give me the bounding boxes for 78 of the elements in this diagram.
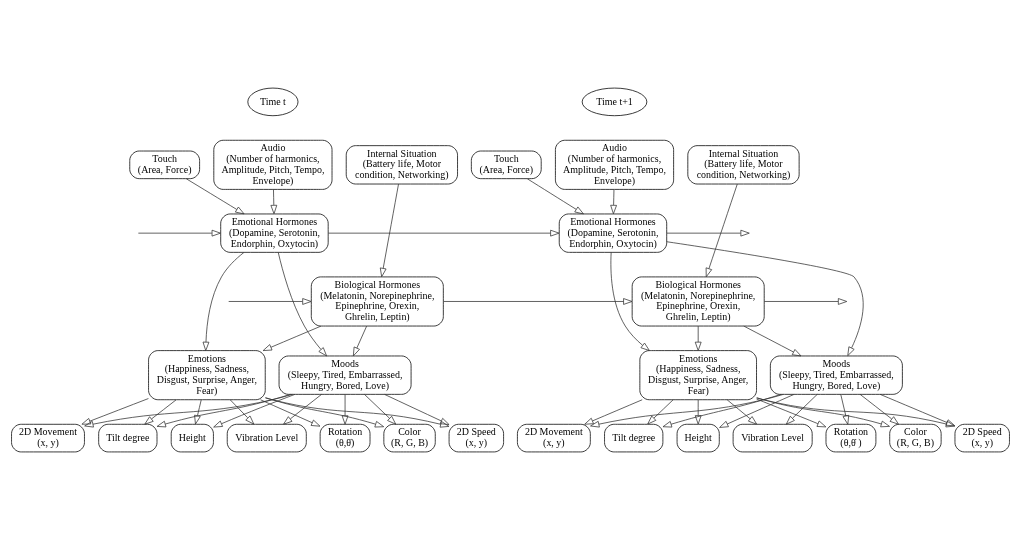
arrow <box>666 229 750 237</box>
node-box: Emotional Hormones (Dopamine, Serotonin, Endorphin, Oxytocin) <box>220 213 329 253</box>
node-box: Biological Hormones (Melatonin, Norepinephrine, Epinephrine, Orexin, Ghrelin, Leptin) <box>310 276 444 327</box>
arrow <box>859 393 899 425</box>
arrow <box>610 252 650 351</box>
arrow <box>262 325 322 351</box>
arrow <box>379 183 399 278</box>
arrow <box>260 399 321 427</box>
arrow <box>228 298 312 305</box>
node-box: Internal Situation (Battery life, Motor condition, Networking) <box>687 145 800 185</box>
node-box: Vibration Level <box>732 423 813 453</box>
node-box: Moods (Sleepy, Tired, Embarrassed, Hungry, Bored, Love) <box>769 355 903 395</box>
arrow <box>763 298 848 305</box>
arrow <box>202 252 245 351</box>
arrow <box>705 183 738 278</box>
node-box: Internal Situation (Battery life, Motor condition, Networking) <box>345 145 458 185</box>
node-box: Rotation (θ,θ̇) <box>319 423 371 453</box>
arrow <box>584 399 643 425</box>
node-box: Audio (Number of harmonics, Amplitude, Pitch, Tempo, Envelope) <box>213 139 333 190</box>
arrow <box>443 298 633 305</box>
arrow <box>229 399 255 425</box>
arrow <box>756 397 956 428</box>
arrow <box>186 178 245 215</box>
node-box: Emotional Hormones (Dopamine, Serotonin, Endorphin, Oxytocin) <box>558 213 668 253</box>
arrow <box>647 399 674 425</box>
node-box: Touch (Area, Force) <box>470 150 542 180</box>
arrow <box>265 397 450 428</box>
arrow <box>590 394 784 428</box>
arrow <box>526 178 584 215</box>
node-box: Color (R, G, B) <box>383 423 436 453</box>
node-box: 2D Speed (x, y) <box>448 423 504 453</box>
arrow <box>785 393 818 425</box>
arrow <box>662 394 782 428</box>
arrow <box>137 229 221 237</box>
node-box: Rotation (θ,θ̇ ) <box>825 423 877 453</box>
arrow <box>879 393 956 427</box>
arrow <box>213 394 296 428</box>
node-box: Color (R, G, B) <box>889 423 942 453</box>
arrow <box>327 229 560 237</box>
arrow <box>84 394 293 428</box>
node-box: Audio (Number of harmonics, Amplitude, Pitch, Tempo, Envelope) <box>555 139 674 190</box>
arrow <box>743 325 802 357</box>
node-box: 2D Movement (x, y) <box>517 423 591 453</box>
arrow <box>756 398 827 428</box>
node-ellipse: Time t+1 <box>581 87 648 117</box>
node-box: Height <box>170 423 214 453</box>
arrow <box>352 325 368 357</box>
arrow <box>194 399 202 425</box>
arrow <box>694 325 702 351</box>
arrow <box>277 252 327 357</box>
node-box: 2D Movement (x, y) <box>11 423 85 453</box>
arrow <box>610 189 617 215</box>
arrow <box>341 393 349 425</box>
node-box: Emotions (Happiness, Sadness, Disgust, Surprise, Anger, Fear) <box>639 350 757 401</box>
node-box: Biological Hormones (Melatonin, Norepinephrine, Epinephrine, Orexin, Ghrelin, Leptin) <box>631 276 765 327</box>
arrow <box>719 394 795 428</box>
arrow <box>283 393 322 425</box>
node-box: Vibration Level <box>226 423 307 453</box>
node-box: Height <box>676 423 720 453</box>
node-box: Tilt degree <box>98 423 158 453</box>
arrow <box>840 393 850 425</box>
node-box: Moods (Sleepy, Tired, Embarrassed, Hungry, Bored, Love) <box>278 355 412 395</box>
arrow <box>756 397 890 428</box>
node-box: Touch (Area, Force) <box>129 150 200 180</box>
node-box: Tilt degree <box>604 423 664 453</box>
arrow <box>81 398 149 425</box>
arrow <box>364 393 397 425</box>
node-box: Emotions (Happiness, Sadness, Disgust, Surprise, Anger, Fear) <box>148 350 266 401</box>
node-box: 2D Speed (x, y) <box>954 423 1010 453</box>
arrow <box>666 241 864 356</box>
node-ellipse: Time t <box>247 87 299 117</box>
arrow <box>726 399 758 425</box>
arrow <box>384 393 450 425</box>
arrow <box>694 399 702 425</box>
arrow <box>270 189 278 215</box>
arrow <box>156 394 291 428</box>
arrow <box>265 397 385 428</box>
arrow <box>144 399 177 425</box>
